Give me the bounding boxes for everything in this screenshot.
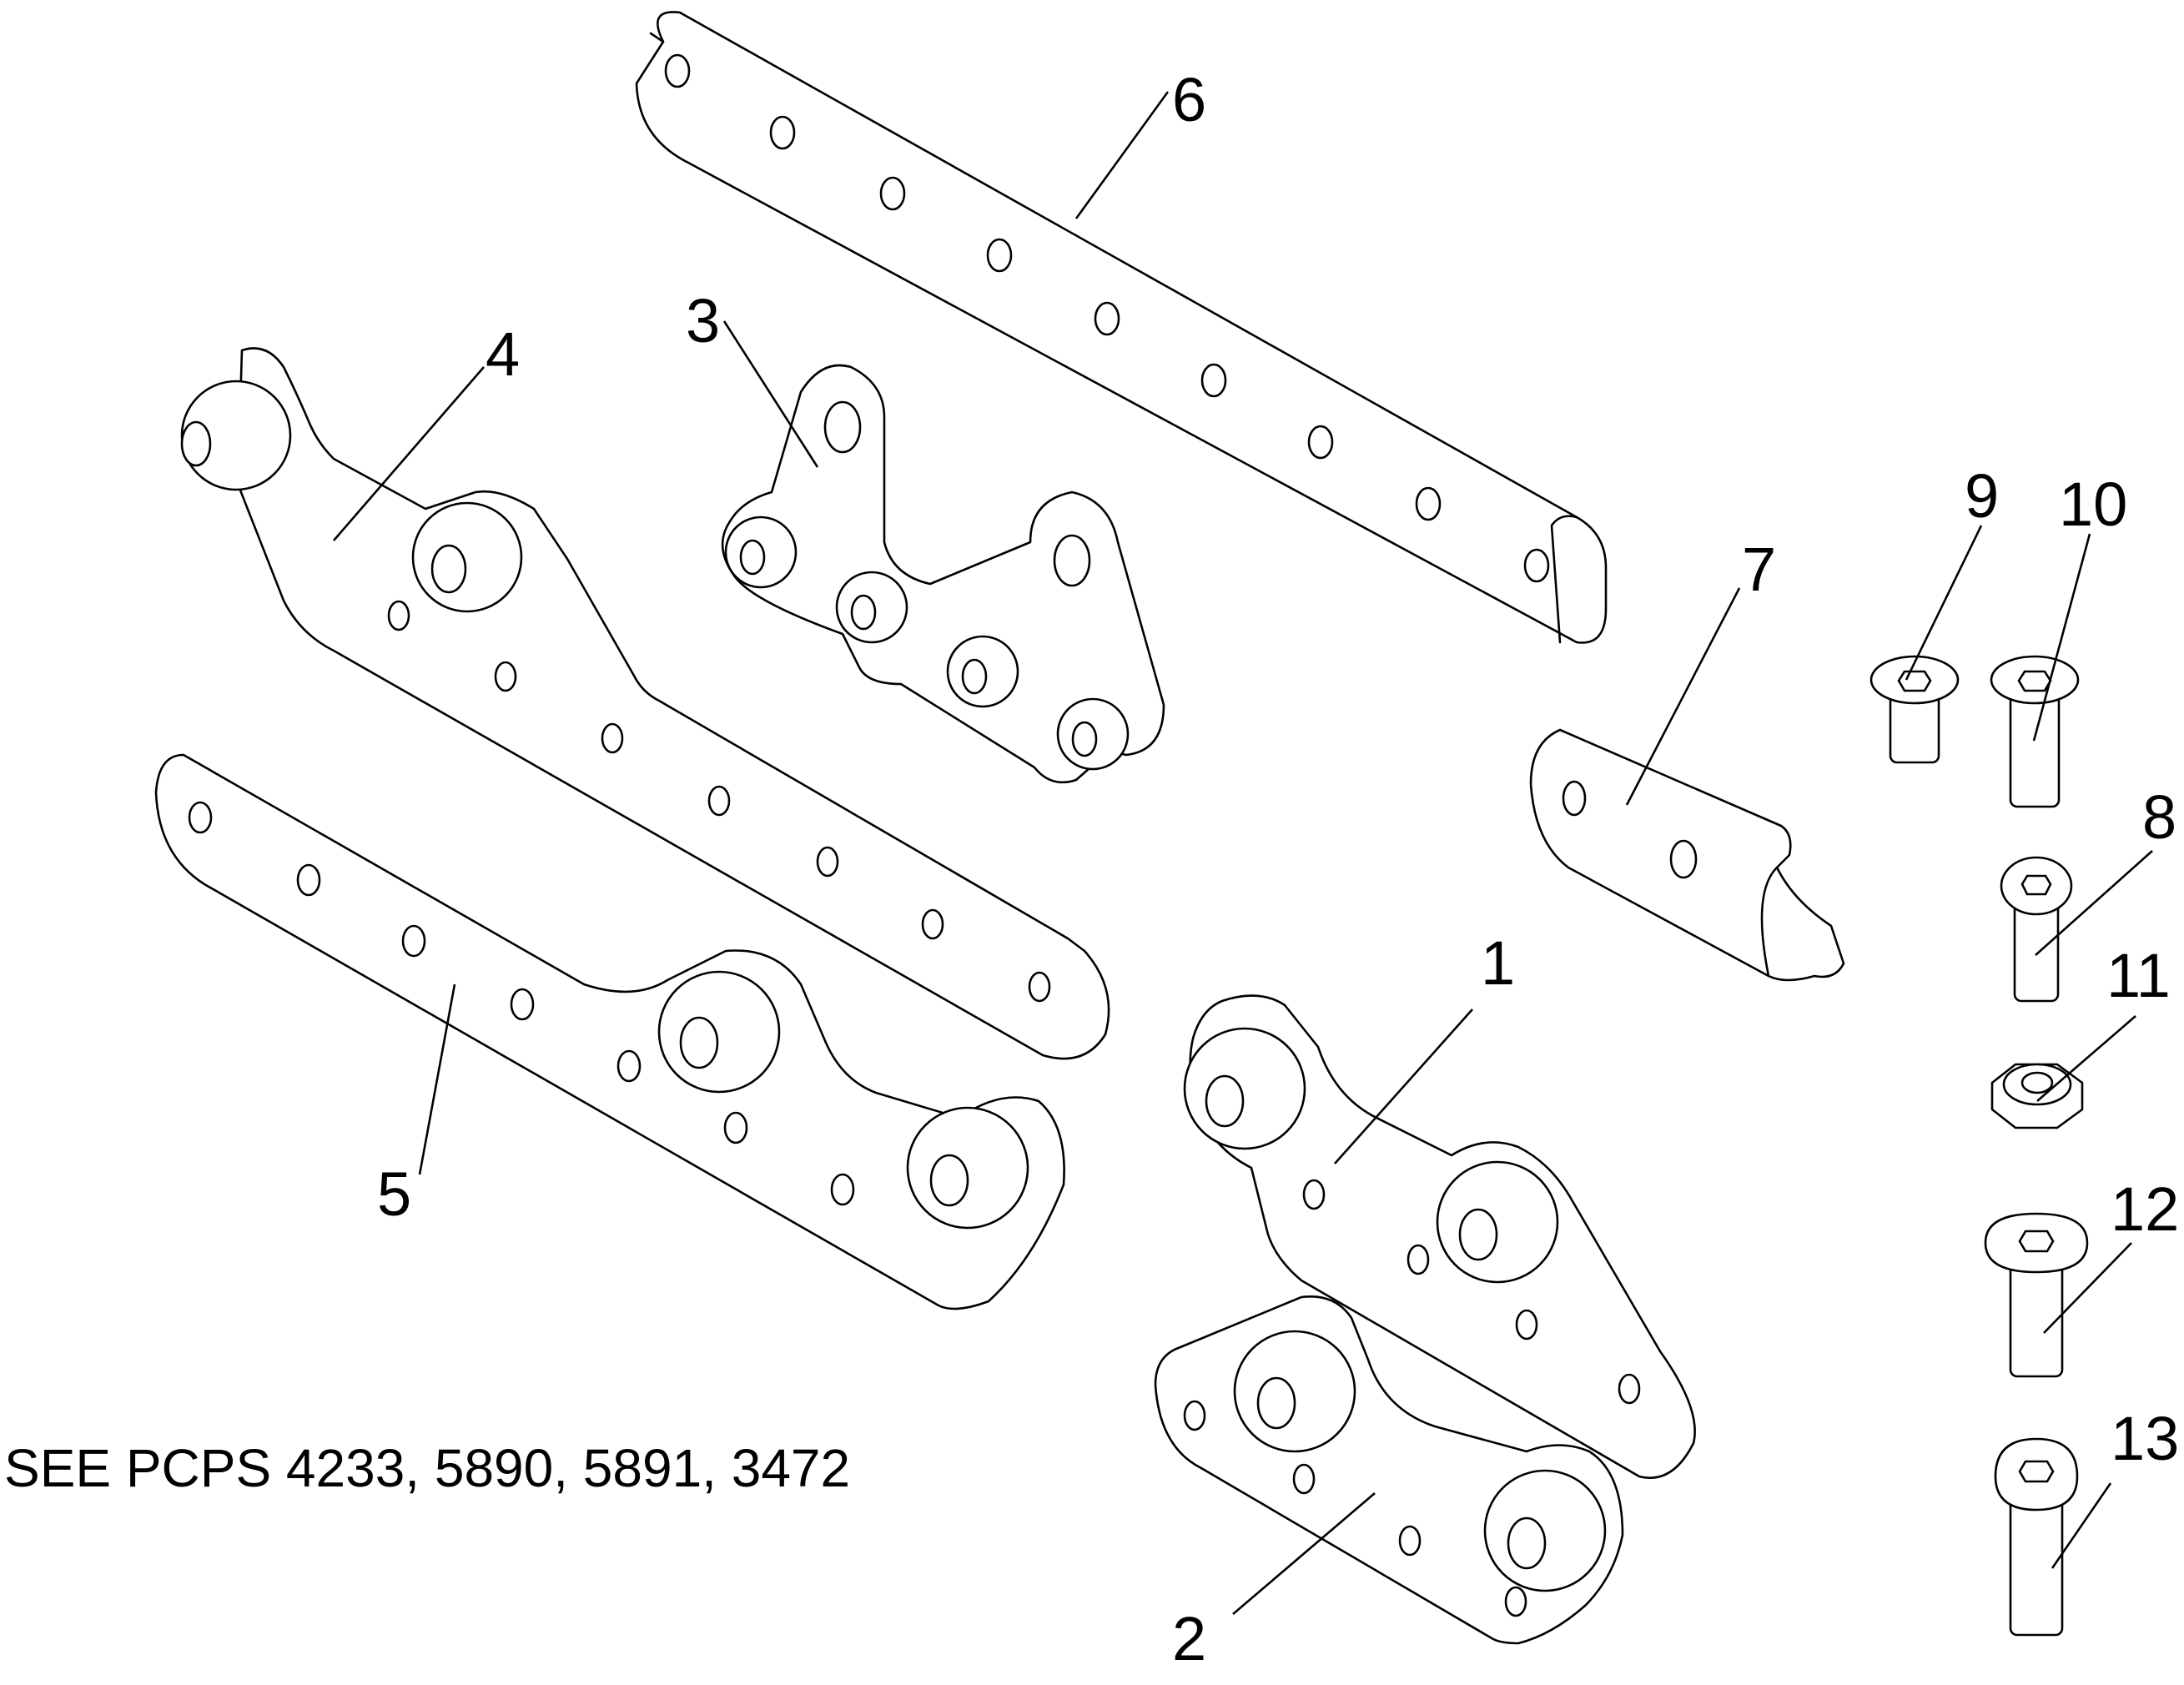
- leader-lines: [333, 91, 2153, 1615]
- callout-8: 8: [2142, 782, 2176, 852]
- callout-7: 7: [1742, 535, 1776, 604]
- part-9-short-screw: [1869, 655, 1960, 764]
- leader-5: [418, 983, 456, 1175]
- callout-2: 2: [1172, 1604, 1206, 1673]
- leader-12: [2043, 1242, 2132, 1334]
- leader-7: [1625, 587, 1741, 806]
- part-13-button-screw: [1994, 1437, 2079, 1637]
- callout-13: 13: [2111, 1404, 2179, 1473]
- callout-1: 1: [1481, 928, 1515, 998]
- leader-1: [1334, 1008, 1473, 1164]
- leader-4: [333, 366, 485, 541]
- part-5-offset-arm: [154, 753, 1065, 1310]
- part-3-hinge-bracket: [721, 364, 1165, 784]
- part-8-button-screw: [2000, 856, 2073, 1003]
- callout-3: 3: [686, 286, 720, 355]
- callout-9: 9: [1965, 461, 1999, 531]
- part-12-flat-screw: [1984, 1212, 2089, 1378]
- callout-10: 10: [2059, 470, 2127, 539]
- leader-3: [722, 320, 819, 468]
- reference-note: SEE PCPS 4233, 5890, 5891, 3472: [4, 1438, 850, 1498]
- callout-4: 4: [486, 319, 520, 389]
- part-2-offset-link: [1154, 1295, 1624, 1645]
- callout-12: 12: [2111, 1174, 2179, 1244]
- leader-13: [2051, 1482, 2112, 1569]
- part-10-long-screw: [1990, 655, 2080, 808]
- part-7-latch-plate: [1529, 728, 1845, 982]
- leader-10: [2032, 533, 2091, 742]
- part-4-offset-arm: [180, 347, 1110, 1060]
- part-6-flat-bar: [635, 11, 1608, 644]
- callout-5: 5: [377, 1159, 411, 1229]
- leader-9: [1905, 525, 1983, 681]
- leader-8: [2035, 850, 2153, 956]
- part-1-offset-link: [1183, 994, 1696, 1479]
- leader-11: [2036, 1015, 2136, 1102]
- callout-11: 11: [2106, 941, 2171, 1010]
- leader-6: [1074, 91, 1170, 219]
- callout-numbers: 6 4 3 5 7 9 10 8 11 12 13 1 2: [377, 65, 2179, 1673]
- callout-6: 6: [1172, 65, 1206, 134]
- leader-2: [1232, 1492, 1376, 1615]
